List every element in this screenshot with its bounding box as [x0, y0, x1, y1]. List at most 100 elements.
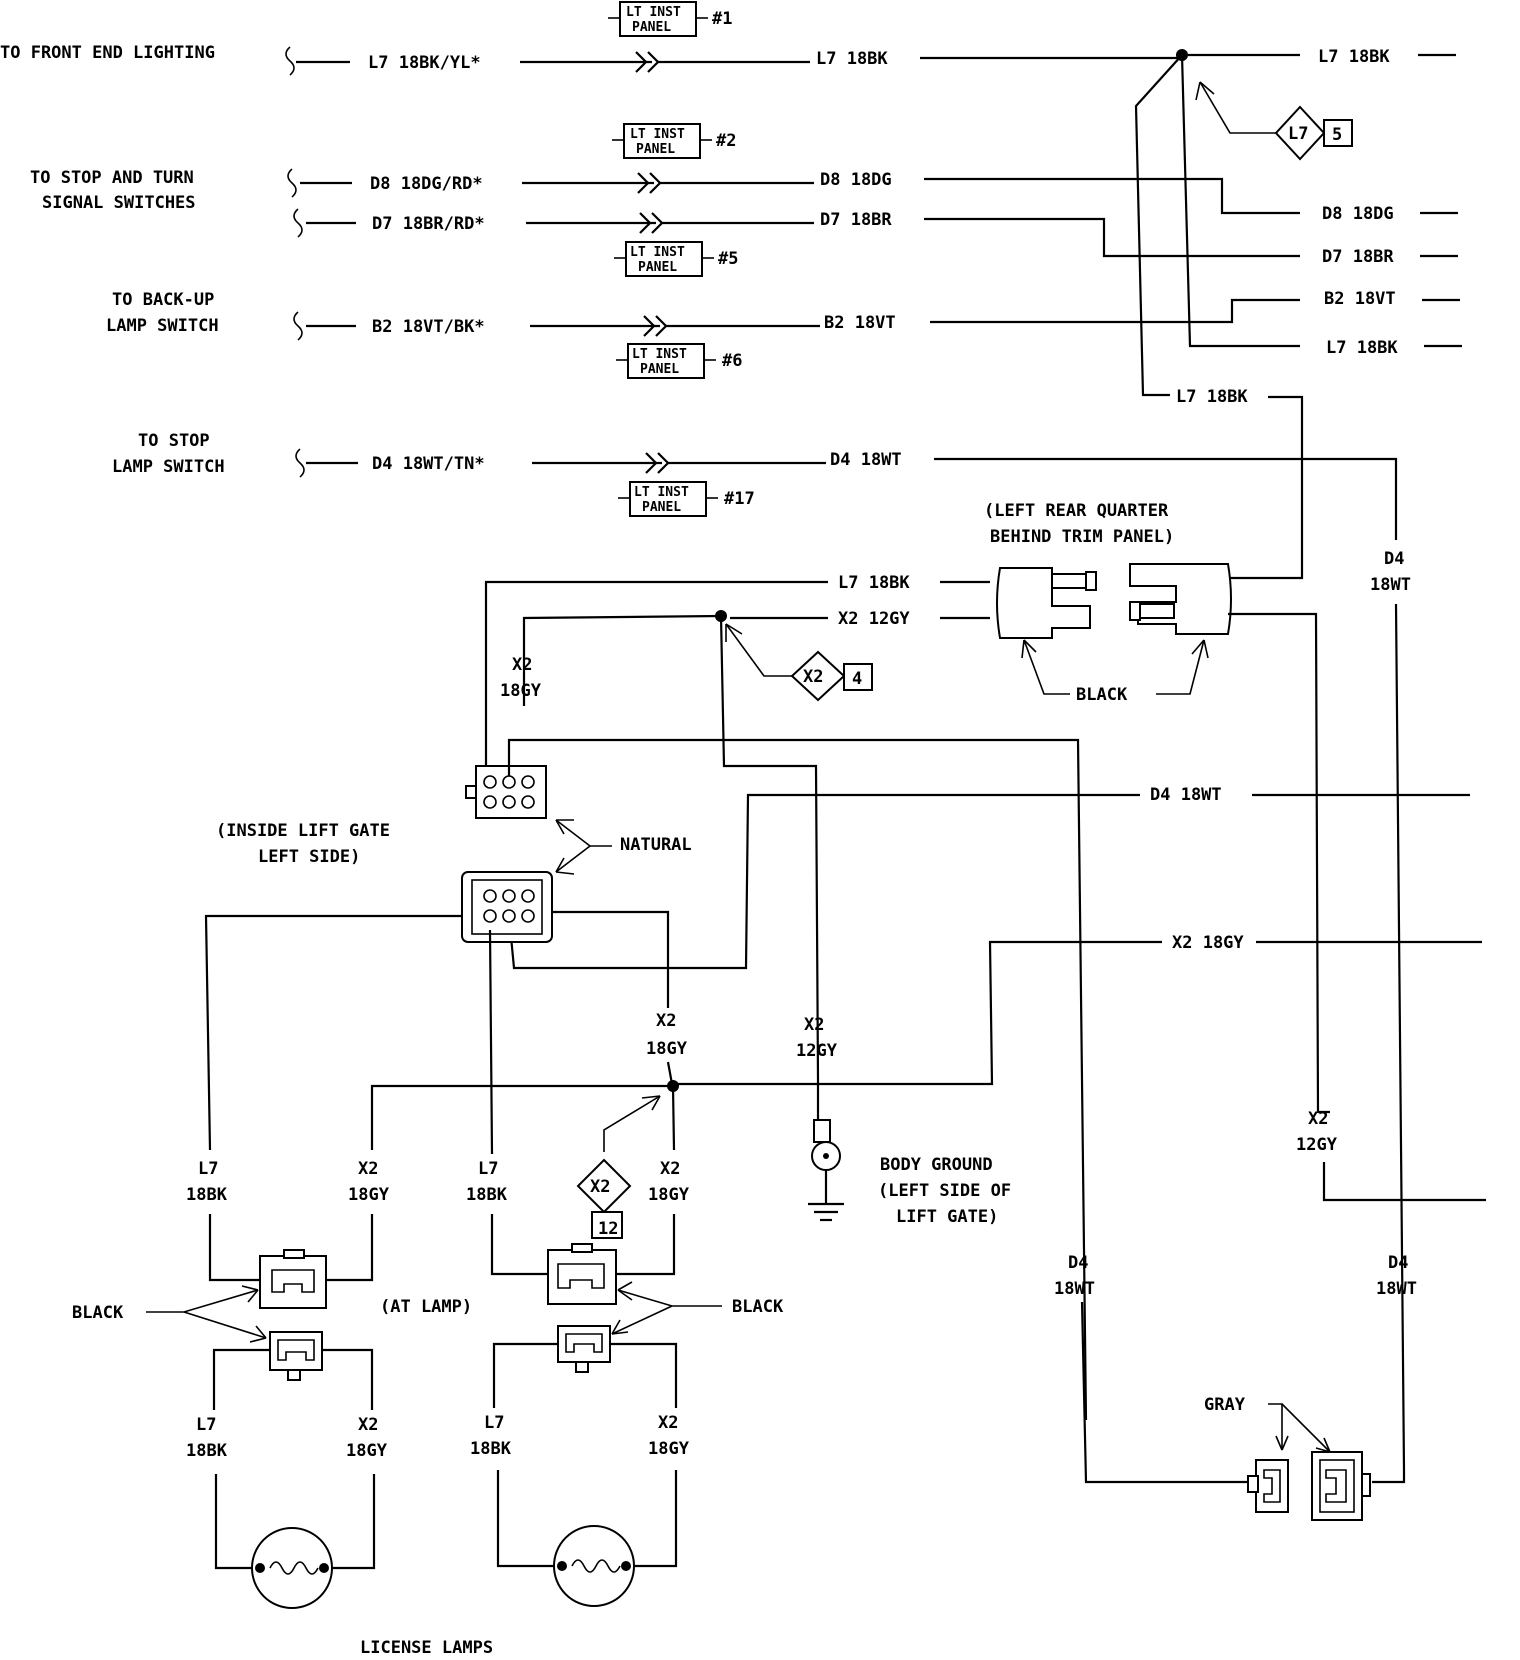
svg-text:PANEL: PANEL: [642, 500, 681, 515]
wire-label-d8-out: D8 18DG: [820, 170, 892, 190]
lamp-right-connector-upper: [547, 1243, 617, 1305]
gray-d4-gauge-left: 18WT: [1054, 1279, 1095, 1299]
lamp-left-connector-upper: [259, 1249, 327, 1309]
wire-label-d7-in: D7 18BR/RD*: [372, 214, 485, 234]
wire-l7-right-mid: [1180, 54, 1300, 348]
wire-d4-liftgate: [508, 793, 1140, 970]
svg-text:#5: #5: [718, 249, 738, 269]
wire-l7-to-liftgate: [484, 580, 828, 794]
wire-label-d4-out: D4 18WT: [830, 450, 902, 470]
label-l7-drop: L7 18BK: [1176, 387, 1248, 407]
svg-text:5: 5: [1332, 125, 1342, 145]
wire-d4-out: [934, 457, 1398, 540]
liftgate-natural: NATURAL: [620, 835, 692, 855]
wire-x2-12gy-ground: [719, 615, 820, 1081]
black-label-right: BLACK: [732, 1297, 784, 1317]
splice-tag-x2-4: X2 4: [725, 623, 873, 702]
wire-x2-18gy-right: [672, 940, 1162, 1086]
right-label-l7-mid: L7 18BK: [1326, 338, 1398, 358]
panel-connector-2: LT INST PANEL #2: [612, 123, 736, 159]
splice-tag-x2-12: X2 12: [576, 1095, 661, 1239]
lamp-right-x2-code: X2: [660, 1159, 680, 1179]
quarter-connector-left: [996, 567, 1097, 639]
right-label-d8: D8 18DG: [1322, 204, 1394, 224]
svg-text:LT INST: LT INST: [630, 127, 685, 142]
svg-text:#6: #6: [722, 351, 742, 371]
liftgate-x2-gnd-code: X2: [804, 1015, 824, 1035]
panel-connector-5: LT INST PANEL #5: [614, 241, 738, 277]
license-lamps-title: LICENSE LAMPS: [360, 1638, 493, 1658]
quarter-wire-l7: L7 18BK: [838, 573, 910, 593]
svg-text:12: 12: [598, 1219, 618, 1239]
lamp-right-l7-code-2: L7: [484, 1413, 504, 1433]
right-label-b2: B2 18VT: [1324, 289, 1396, 309]
liftgate-label-1: (INSIDE LIFT GATE: [216, 821, 390, 841]
svg-text:#1: #1: [712, 9, 732, 29]
svg-text:#2: #2: [716, 131, 736, 151]
wire-label-l7-out: L7 18BK: [816, 49, 888, 69]
wire-label-d8-in: D8 18DG/RD*: [370, 174, 483, 194]
wire-label-d7-out: D7 18BR: [820, 210, 892, 230]
label-backup-2: LAMP SWITCH: [106, 316, 219, 336]
label-backup-1: TO BACK-UP: [112, 290, 214, 310]
svg-text:PANEL: PANEL: [638, 260, 677, 275]
lamp-right-l7-gauge: 18BK: [466, 1185, 508, 1205]
wire-x2-18gy-upper: [522, 614, 722, 706]
liftgate-x2-mid-code: X2: [656, 1011, 676, 1031]
lamp-left-x2-gauge: 18GY: [348, 1185, 390, 1205]
gray-d4-code-right: D4: [1388, 1253, 1408, 1273]
license-lamp-left: [251, 1527, 333, 1609]
liftgate-d4-label: D4 18WT: [1150, 785, 1222, 805]
label-stop-turn-2: SIGNAL SWITCHES: [42, 193, 196, 213]
wire-x2-lamp-right: [671, 1085, 676, 1151]
wire-x2-12gy-right: [1228, 612, 1330, 1114]
at-lamp-label: (AT LAMP): [380, 1297, 472, 1317]
liftgate-connector-top: [465, 765, 547, 819]
svg-text:LT INST: LT INST: [632, 347, 687, 362]
ground-label-2: (LEFT SIDE OF: [878, 1181, 1011, 1201]
quarter-wire-x2: X2 12GY: [838, 609, 910, 629]
lamp-left-x2-code-2: X2: [358, 1415, 378, 1435]
wire-d8-out: [924, 177, 1300, 215]
ground-label-3: LIFT GATE): [896, 1207, 998, 1227]
liftgate-label-2: LEFT SIDE): [258, 847, 360, 867]
svg-text:PANEL: PANEL: [632, 20, 671, 35]
lamp-left-x2-code: X2: [358, 1159, 378, 1179]
lamp-left-l7-code-2: L7: [196, 1415, 216, 1435]
black-label-left: BLACK: [72, 1303, 124, 1323]
right-label-l7-top: L7 18BK: [1318, 47, 1390, 67]
wire-b2-out: [930, 298, 1300, 324]
lamp-right-x2-gauge: 18GY: [648, 1185, 690, 1205]
splice-tag-l7: L7 5: [1195, 81, 1353, 161]
label-d4-right-code: D4: [1384, 549, 1404, 569]
lamp-left-l7-gauge: 18BK: [186, 1185, 228, 1205]
quarter-color: BLACK: [1076, 685, 1128, 705]
lamp-right-x2-gauge-2: 18GY: [648, 1439, 690, 1459]
ground-label-1: BODY GROUND: [880, 1155, 993, 1175]
wire-l7-lamp-right-up: [488, 929, 494, 1155]
svg-text:LT INST: LT INST: [630, 245, 685, 260]
liftgate-x2-upper-gauge: 18GY: [500, 681, 542, 701]
panel-connector-6: LT INST PANEL #6: [616, 343, 742, 379]
wire-label-d4-in: D4 18WT/TN*: [372, 454, 485, 474]
lamp-left-x2-gauge-2: 18GY: [346, 1441, 388, 1461]
label-stop-lamp-2: LAMP SWITCH: [112, 457, 225, 477]
liftgate-x2-upper-code: X2: [512, 655, 532, 675]
svg-text:X2: X2: [590, 1177, 610, 1197]
wire-l7-drop: [1134, 54, 1183, 397]
quarter-label-1: (LEFT REAR QUARTER: [984, 501, 1169, 521]
quarter-label-2: BEHIND TRIM PANEL): [990, 527, 1174, 547]
gray-d4-gauge-right: 18WT: [1376, 1279, 1417, 1299]
lamp-left-connector-lower: [269, 1331, 323, 1381]
lamp-left-l7-code: L7: [198, 1159, 218, 1179]
right-label-d7: D7 18BR: [1322, 247, 1394, 267]
gray-d4-code-left: D4: [1068, 1253, 1088, 1273]
liftgate-x2-far-code: X2: [1308, 1109, 1328, 1129]
gray-connector-left: [1247, 1459, 1289, 1513]
liftgate-x2-gnd-gauge: 12GY: [796, 1041, 838, 1061]
label-stop-lamp-1: TO STOP: [138, 431, 210, 451]
liftgate-x2-far-gauge: 12GY: [1296, 1135, 1338, 1155]
panel-connector-17: LT INST PANEL #17: [618, 481, 755, 517]
liftgate-x2-mid-gauge: 18GY: [646, 1039, 688, 1059]
